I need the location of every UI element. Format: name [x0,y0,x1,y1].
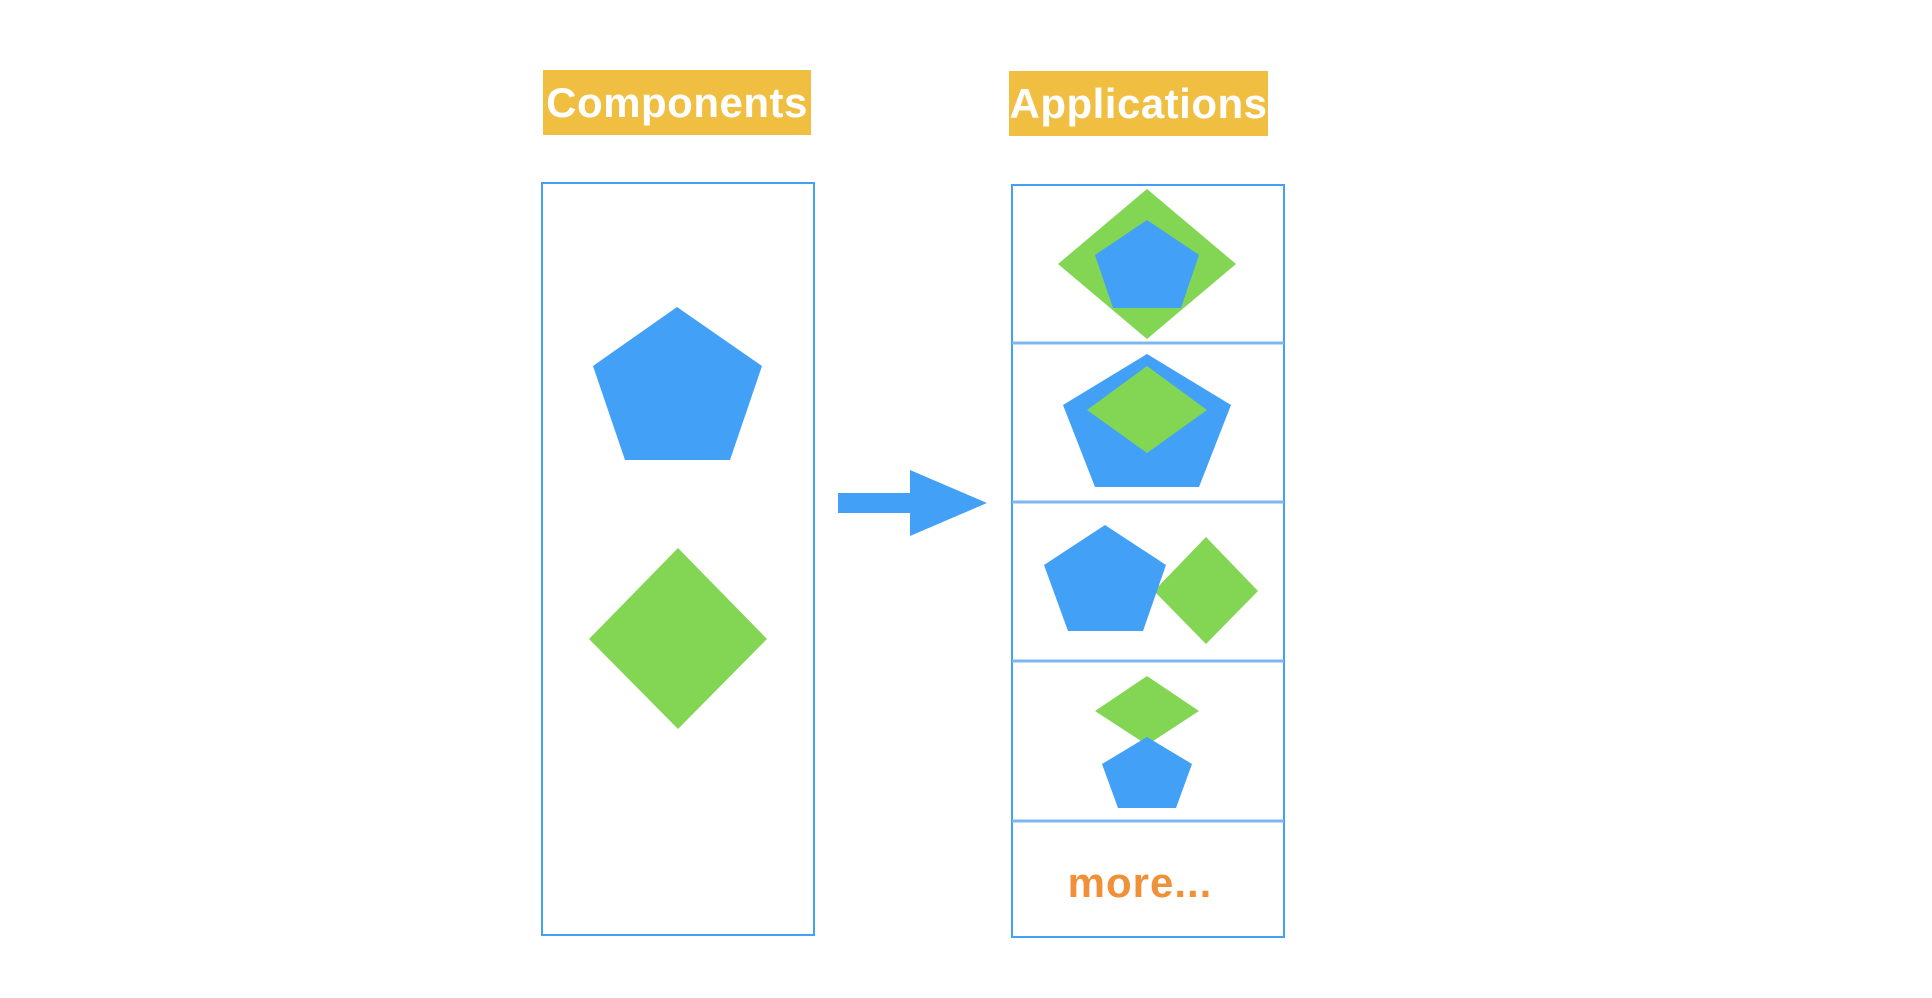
components-label-bg [543,70,811,135]
more-label: more... [1067,859,1213,906]
right-arrow-icon [838,470,987,536]
applications-label: Applications [1009,79,1268,127]
components-pentagon [593,307,762,460]
components-panel [541,182,815,936]
app1-pentagon [1095,220,1199,308]
app4-pentagon [1102,737,1192,808]
app4-diamond [1095,676,1199,745]
app3-pentagon [1044,525,1166,631]
components-label: Components [546,78,808,126]
applications-label-bg [1009,71,1268,136]
applications-panel [1011,184,1285,938]
app3-diamond [1154,537,1258,644]
app2-diamond [1087,366,1207,453]
components-diamond [589,548,767,729]
